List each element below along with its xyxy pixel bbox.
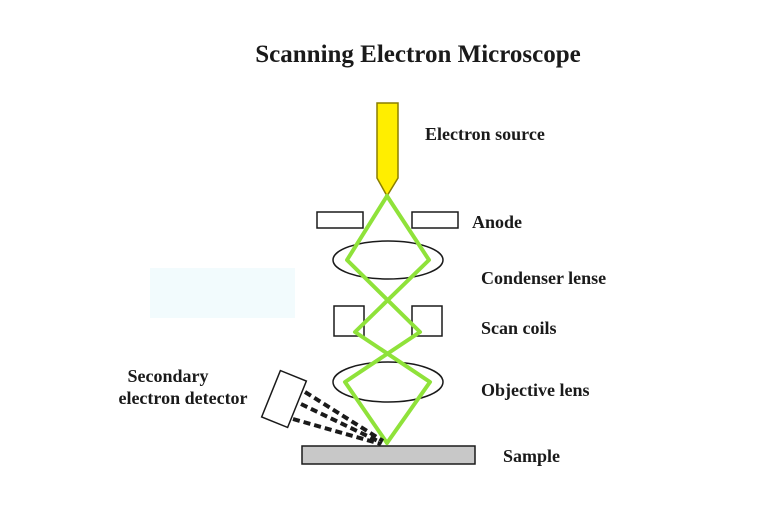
secondary-electron-path bbox=[303, 390, 385, 443]
label-detector-line2: electron detector bbox=[118, 388, 247, 408]
secondary-electron-path bbox=[300, 402, 383, 445]
scan-coil-left bbox=[333, 305, 365, 337]
electron-beam-left-path bbox=[343, 194, 422, 445]
label-sample: Sample bbox=[503, 446, 560, 466]
diagram-title: Scanning Electron Microscope bbox=[255, 41, 580, 68]
label-electron-source: Electron source bbox=[425, 124, 545, 144]
sample-stage bbox=[301, 445, 476, 465]
label-scan-coils: Scan coils bbox=[481, 318, 557, 338]
electron-source bbox=[376, 102, 399, 198]
anode-plate-left bbox=[316, 211, 364, 229]
label-objective-lens: Objective lens bbox=[481, 380, 589, 400]
anode-plate-right bbox=[411, 211, 459, 229]
condenser-lens bbox=[332, 240, 444, 280]
background-patch bbox=[150, 268, 295, 318]
label-condenser-lens: Condenser lense bbox=[481, 268, 606, 288]
label-detector-line1: Secondary bbox=[128, 366, 209, 386]
secondary-electron-detector bbox=[260, 369, 308, 429]
scan-coil-right bbox=[411, 305, 443, 337]
label-anode: Anode bbox=[472, 212, 522, 232]
secondary-electron-path bbox=[292, 417, 382, 446]
electron-beam-right-path bbox=[353, 194, 432, 445]
